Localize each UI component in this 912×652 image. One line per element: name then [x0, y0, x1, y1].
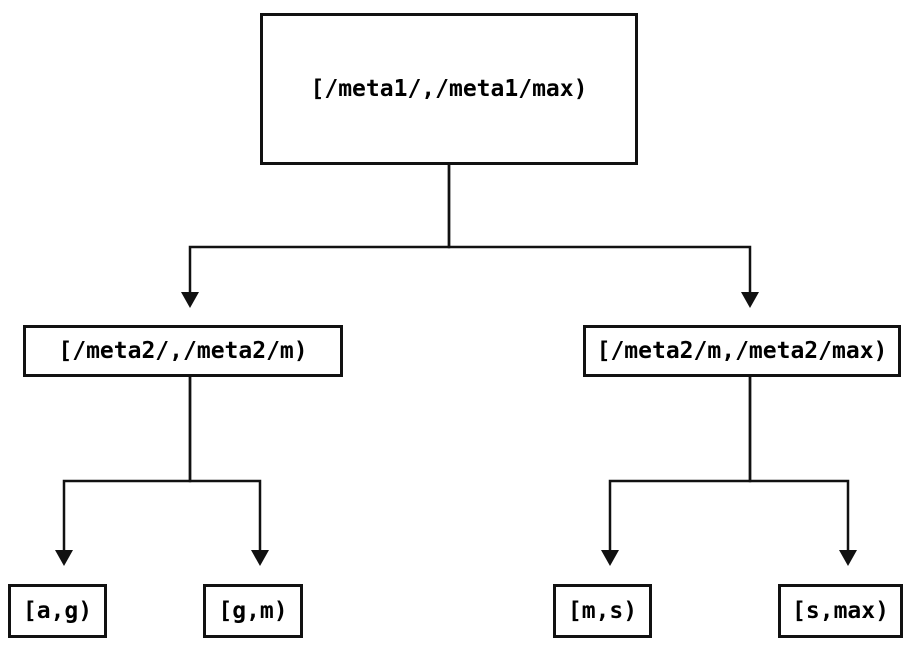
- node-leaf-gm: [g,m): [203, 584, 303, 638]
- arrowhead-down-icon: [181, 292, 199, 308]
- edge-left-leaf-gm: [188, 377, 262, 550]
- edge-right-leaf-ms: [608, 377, 752, 550]
- node-leaf-smax-label: [s,max): [792, 598, 889, 624]
- node-leaf-ms: [m,s): [553, 584, 652, 638]
- edge-root-left: [188, 165, 451, 292]
- node-leaf-ag: [a,g): [8, 584, 107, 638]
- arrowhead-down-icon: [601, 550, 619, 566]
- node-right-label: [/meta2/m,/meta2/max): [596, 338, 888, 364]
- arrowhead-down-icon: [55, 550, 73, 566]
- node-leaf-ms-label: [m,s): [567, 598, 638, 624]
- edge-right-leaf-smax: [748, 377, 850, 550]
- node-leaf-ag-label: [a,g): [22, 598, 93, 624]
- node-root-range: [/meta1/,/meta1/max): [260, 13, 638, 165]
- edge-left-leaf-ag: [62, 377, 192, 550]
- arrowhead-down-icon: [741, 292, 759, 308]
- node-leaf-gm-label: [g,m): [218, 598, 288, 624]
- edge-root-right: [447, 165, 752, 292]
- arrowhead-down-icon: [251, 550, 269, 566]
- node-right-range: [/meta2/m,/meta2/max): [583, 325, 901, 377]
- node-leaf-smax: [s,max): [778, 584, 903, 638]
- node-left-range: [/meta2/,/meta2/m): [23, 325, 343, 377]
- arrowhead-down-icon: [839, 550, 857, 566]
- node-root-label: [/meta1/,/meta1/max): [310, 76, 588, 102]
- node-left-label: [/meta2/,/meta2/m): [58, 338, 308, 364]
